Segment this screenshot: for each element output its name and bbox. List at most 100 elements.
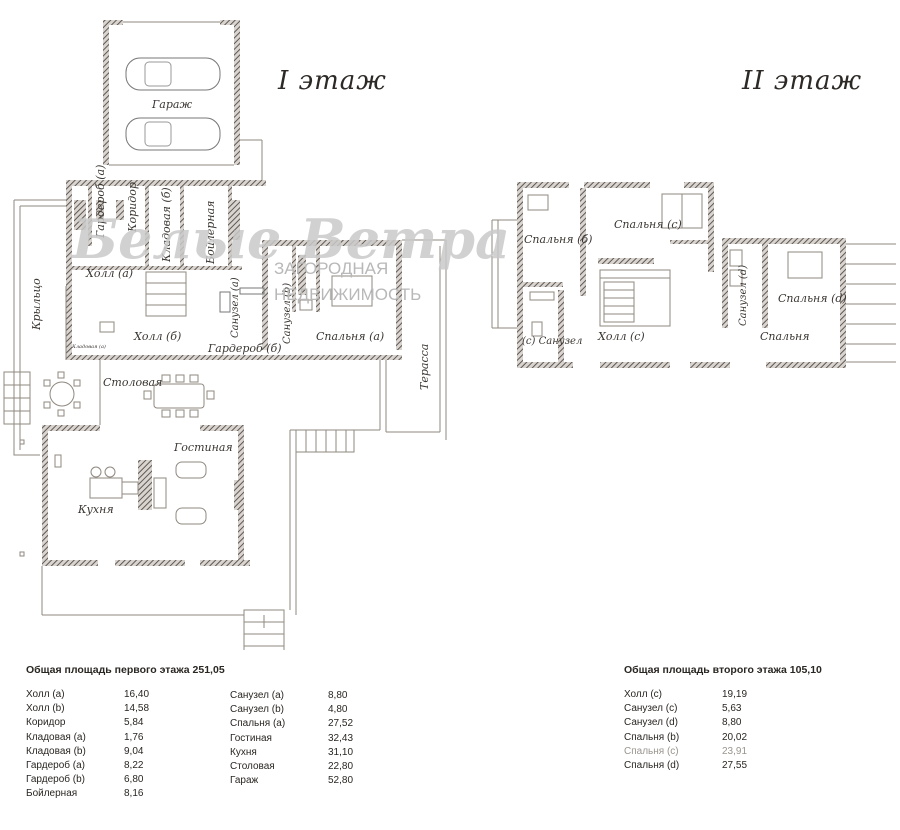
table-row: Санузел (b) 4,80 bbox=[230, 703, 353, 717]
table-row: Спальня (b) 20,02 bbox=[624, 731, 747, 745]
table-row: Гостиная 32,43 bbox=[230, 732, 353, 746]
watermark-line2: НЕДВИЖИМОСТЬ bbox=[274, 285, 421, 304]
floor1-area-total: Общая площадь первого этажа 251,05 bbox=[26, 664, 225, 676]
garage bbox=[103, 20, 263, 180]
label-kryltso: Крыльцо bbox=[30, 278, 43, 331]
label-bedroom-c: Спальня (с) bbox=[614, 218, 682, 231]
table-row: Спальня (a) 27,52 bbox=[230, 717, 353, 731]
label-sanuzel-a: Санузел (a) bbox=[230, 277, 241, 338]
porch bbox=[3, 199, 81, 557]
floor2-rooms: Холл (c) 19,19 Санузел (c) 5,63 Санузел (d… bbox=[624, 688, 747, 773]
table-row: Спальня (c) 23,91 bbox=[624, 745, 747, 759]
room-name: Гардероб (a) bbox=[26, 760, 85, 772]
label-kitchen: Кухня bbox=[77, 503, 114, 516]
room-area: 9,04 bbox=[124, 745, 144, 757]
label-dining: Столовая bbox=[103, 376, 162, 389]
label-terrace: Терасса bbox=[418, 344, 431, 390]
label-hall-a: Холл (a) bbox=[85, 267, 133, 280]
room-name: Столовая bbox=[230, 761, 275, 773]
room-area: 23,91 bbox=[722, 745, 748, 757]
table-row: Гардероб (b)6,80 bbox=[26, 773, 240, 787]
floor-plans-svg: Гараж Гардероб (a) Коридор Кладовая (б) … bbox=[3, 20, 896, 659]
label-boiler: Бойлерная bbox=[204, 201, 217, 265]
table-row: Кладовая (b)9,04 bbox=[26, 745, 240, 759]
room-name: Спальня (a) bbox=[230, 718, 286, 730]
room-area: 8,16 bbox=[124, 788, 144, 800]
label-bedroom-d: Спальня (d) bbox=[778, 292, 847, 305]
floor2-area-total: Общая площадь второго этажа 105,10 bbox=[624, 664, 822, 676]
room-area: 27,55 bbox=[722, 760, 748, 772]
label-garage: Гараж bbox=[151, 98, 192, 111]
table-row: Холл (b) 14,58 bbox=[26, 702, 240, 716]
label-bedroom: Спальня bbox=[760, 330, 810, 343]
room-name: Бойлерная bbox=[26, 788, 78, 800]
table-row: Санузел (a) 8,80 bbox=[230, 689, 353, 703]
label-sanuzel-b: Санузел (b) bbox=[282, 283, 293, 344]
table-row: Холл (c) 19,19 bbox=[624, 688, 747, 702]
room-name: Санузел (b) bbox=[230, 704, 284, 716]
floor1-rooms-col2: Санузел (a) 8,80 Санузел (b) 4,80 Спальня … bbox=[230, 689, 353, 788]
room-name: Холл (b) bbox=[26, 703, 65, 715]
label-kladovaya-b: Кладовая (б) bbox=[160, 187, 173, 263]
watermark-line1: ЗАГОРОДНАЯ bbox=[274, 259, 388, 278]
label-bedroom-b: Спальня (б) bbox=[524, 233, 592, 246]
table-row: Столовая 22,80 bbox=[230, 760, 353, 774]
room-area: 22,80 bbox=[328, 761, 354, 773]
floor2-summary: Общая площадь второго этажа 105,10 Холл … bbox=[624, 664, 822, 773]
room-area: 19,19 bbox=[722, 689, 748, 700]
room-name: Гараж bbox=[230, 775, 259, 787]
core-walls bbox=[65, 180, 447, 615]
room-name: Спальня (d) bbox=[624, 760, 680, 772]
room-area: 5,63 bbox=[722, 703, 742, 715]
label-living: Гостиная bbox=[173, 441, 233, 454]
room-name: Спальня (b) bbox=[624, 731, 680, 743]
watermark-brand: Белые Ветра bbox=[70, 207, 510, 271]
table-row: Санузел (d)8,80 bbox=[624, 716, 747, 730]
room-name: Санузел (d) bbox=[624, 717, 678, 729]
room-area: 16,40 bbox=[124, 689, 150, 700]
room-area: 27,52 bbox=[328, 718, 354, 730]
room-name: Санузел (c) bbox=[624, 703, 678, 715]
floor1-labels: Гараж Гардероб (a) Коридор Кладовая (б) … bbox=[30, 98, 431, 516]
room-name: Спальня (c) bbox=[624, 745, 679, 757]
label-sanuzel-c: (с) Санузел bbox=[522, 336, 582, 347]
room-name: Холл (c) bbox=[624, 689, 663, 700]
floor1-rooms-col2-wrap: Санузел (a) 8,80 Санузел (b) 4,80 Спальня … bbox=[230, 689, 353, 788]
label-kladovaya-a: Кладовая (a) bbox=[71, 343, 106, 350]
table-row: Бойлерная 8,16 bbox=[26, 787, 240, 801]
living-kitchen bbox=[41, 425, 285, 659]
label-sanuzel-d: Санузел (d) bbox=[738, 265, 749, 326]
table-row: Кухня 31,10 bbox=[230, 746, 353, 760]
label-garderob-a: Гардероб (a) bbox=[94, 165, 107, 239]
label-hall-c: Холл (с) bbox=[597, 330, 645, 343]
dining-area bbox=[99, 360, 215, 425]
room-area: 20,02 bbox=[722, 731, 748, 743]
table-row: Холл (a) 16,40 bbox=[26, 688, 240, 702]
room-name: Гостиная bbox=[230, 732, 272, 744]
room-area: 14,58 bbox=[124, 703, 150, 715]
floor2-title: II этаж bbox=[742, 66, 863, 96]
floor-plans: Гараж Гардероб (a) Коридор Кладовая (б) … bbox=[3, 20, 896, 659]
room-area: 8,80 bbox=[328, 690, 348, 701]
room-name: Кухня bbox=[230, 746, 257, 758]
floor1-summary: Общая площадь первого этажа 251,05 Холл … bbox=[26, 664, 240, 802]
floor1-plan bbox=[3, 20, 447, 659]
label-hall-b: Холл (б) bbox=[133, 330, 181, 343]
table-row: Кладовая (a)1,76 bbox=[26, 731, 240, 745]
room-name: Холл (a) bbox=[26, 689, 65, 700]
table-row: Санузел (c) 5,63 bbox=[624, 702, 747, 716]
room-name: Санузел (a) bbox=[230, 690, 284, 701]
room-area: 4,80 bbox=[328, 704, 348, 716]
floor2-labels: Спальня (б) Спальня (с) Спальня (d) Спал… bbox=[522, 218, 847, 347]
floor2-plan bbox=[491, 182, 896, 368]
room-area: 8,22 bbox=[124, 760, 144, 772]
room-area: 31,10 bbox=[328, 746, 354, 758]
room-area: 32,43 bbox=[328, 732, 354, 744]
room-name: Кладовая (a) bbox=[26, 731, 86, 743]
floor1-title: I этаж bbox=[278, 66, 387, 96]
watermark: Белые Ветра ЗАГОРОДНАЯ НЕДВИЖИМОСТЬ bbox=[70, 207, 510, 304]
room-name: Коридор bbox=[26, 717, 66, 729]
